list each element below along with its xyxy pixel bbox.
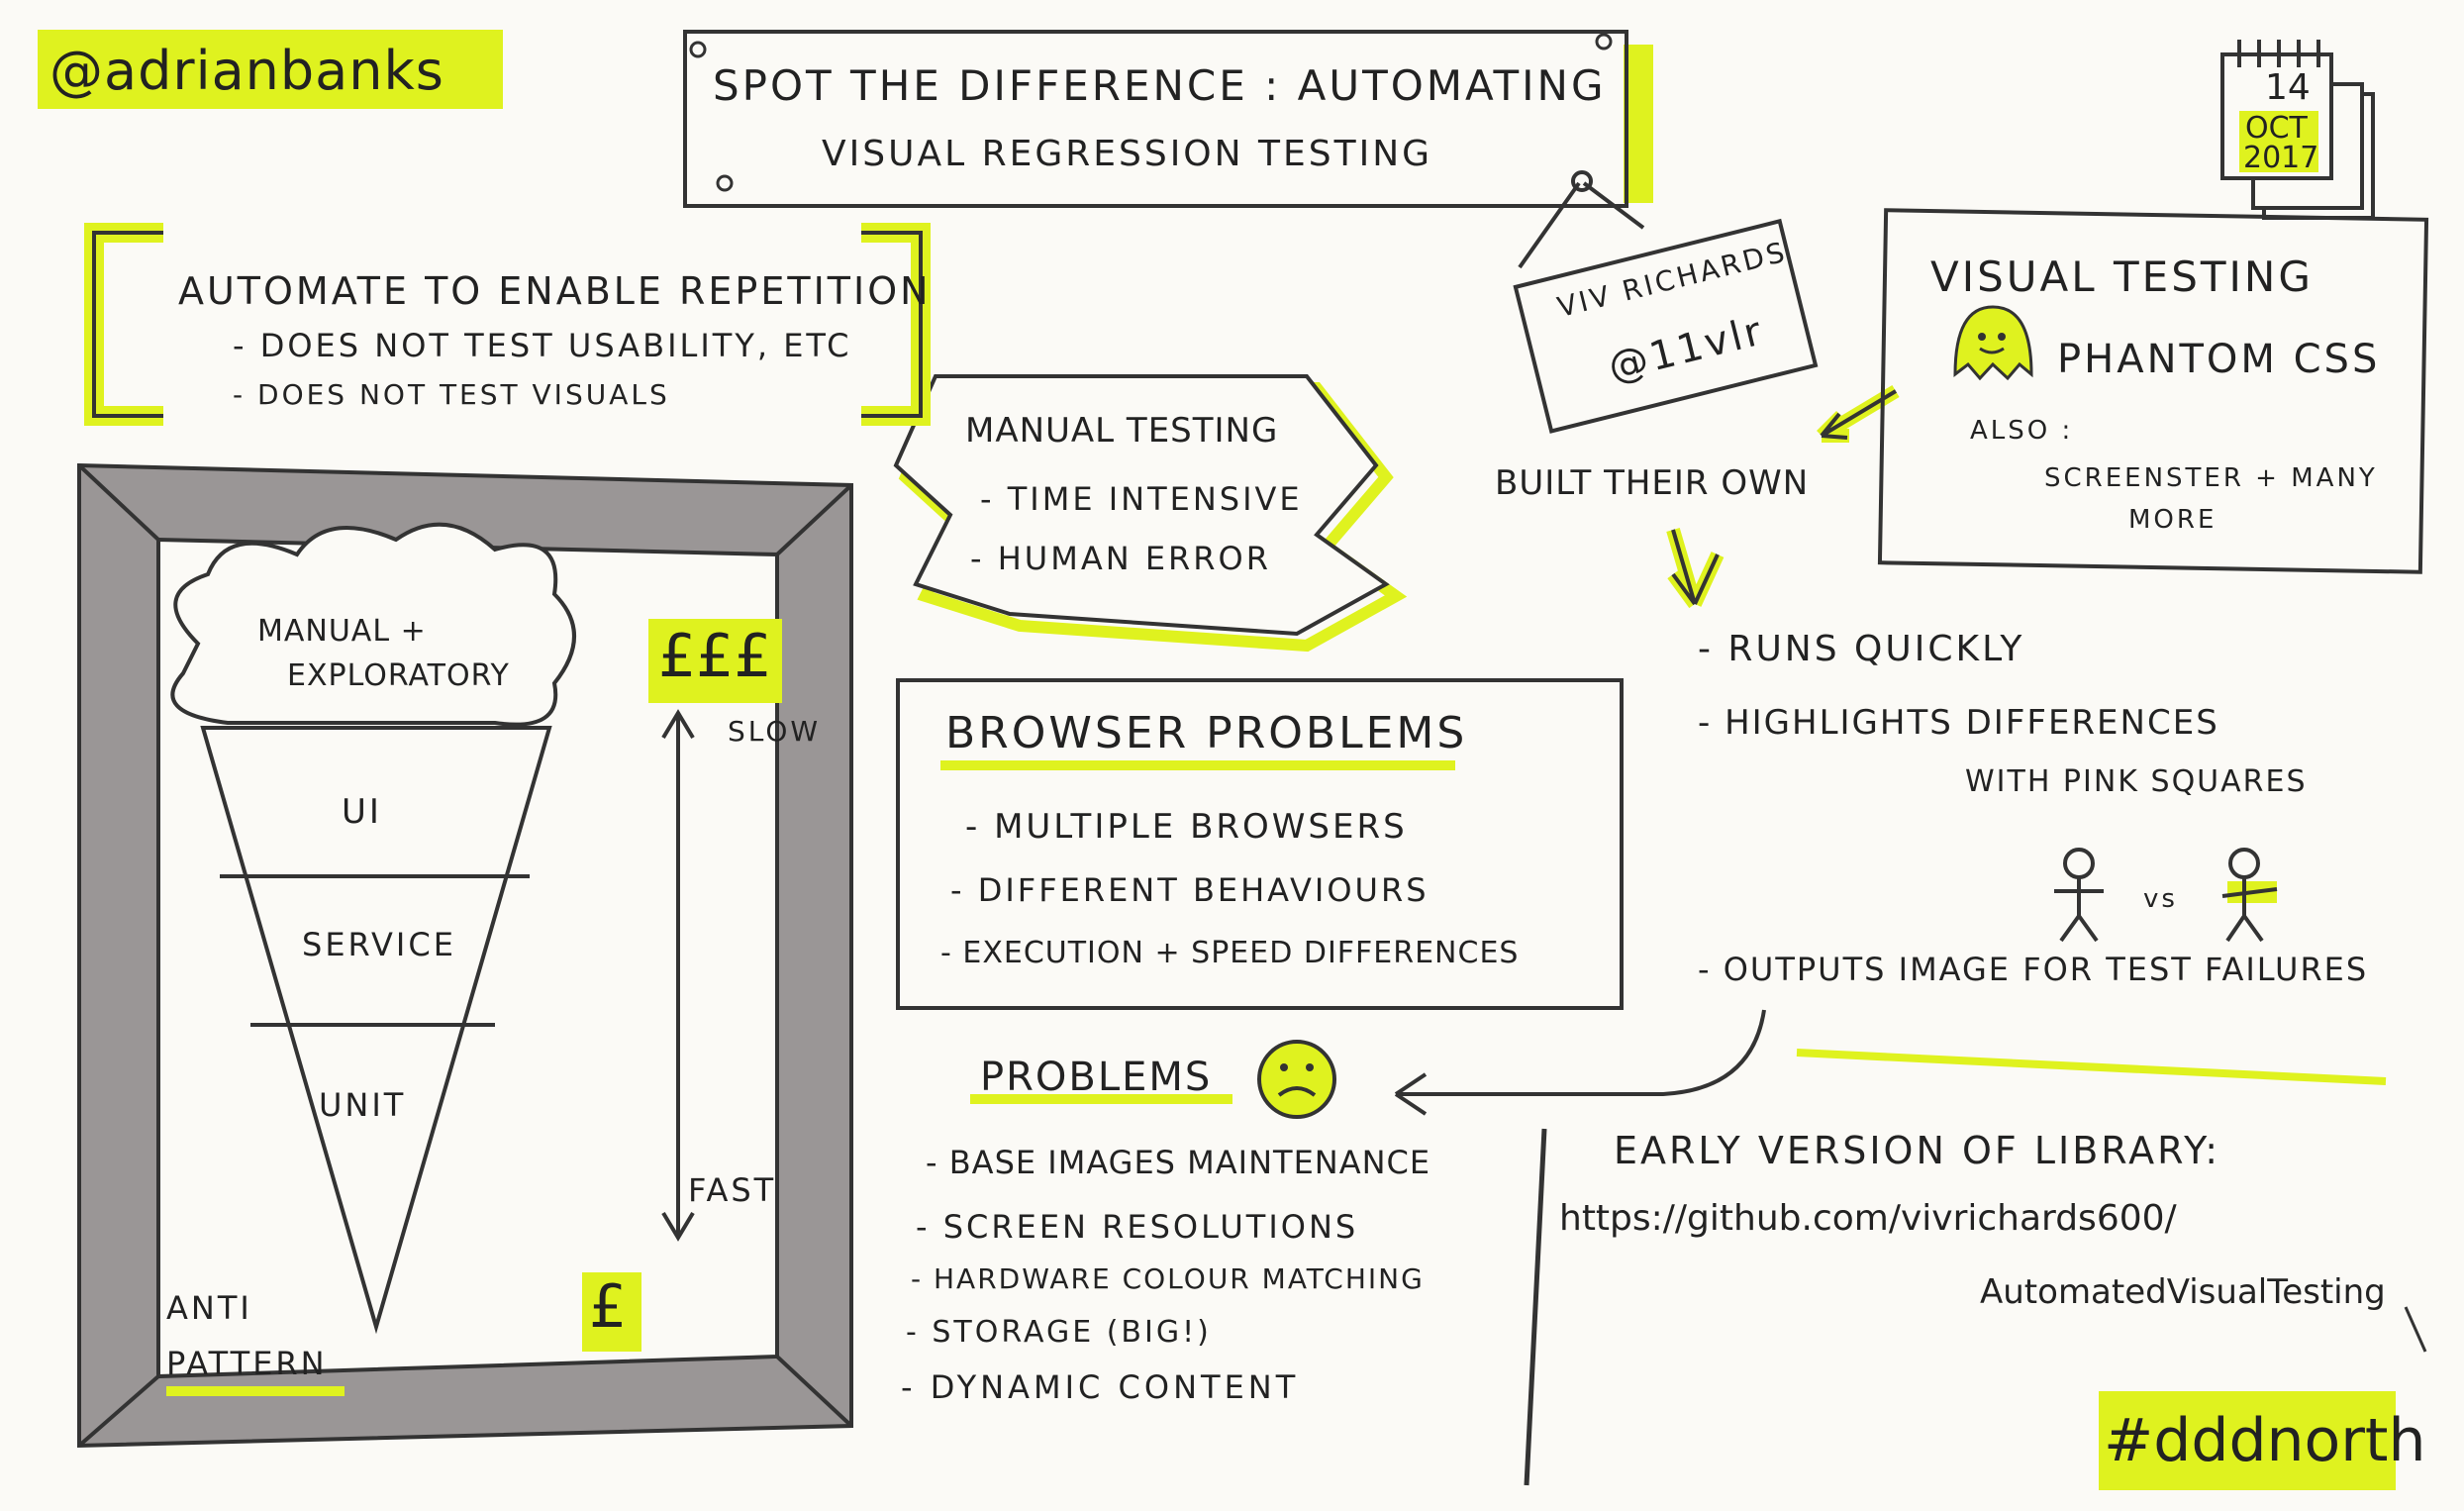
tool-name: Phantom css — [2057, 337, 2381, 382]
handle-highlight — [38, 30, 503, 109]
date-day: 14 — [2265, 67, 2311, 108]
browser-problems-heading: Browser Problems — [945, 708, 1468, 758]
manual-testing-heading: Manual Testing — [965, 411, 1279, 451]
hashtag-highlight — [2099, 1391, 2396, 1490]
title-board — [683, 30, 1628, 208]
sad-face-icon — [1257, 1040, 1336, 1119]
date-year: 2017 — [2243, 141, 2319, 175]
arrow-down-built — [1671, 529, 1720, 606]
browser-problems-box — [896, 678, 1624, 1010]
date-month: OCT — [2245, 111, 2308, 146]
layer-service-label: Service — [302, 926, 456, 963]
library-heading: Early version of library: — [1614, 1129, 2221, 1172]
manual-testing-item-2: - Human error — [970, 540, 1271, 577]
browser-problems-item-1: - Multiple browsers — [965, 807, 1408, 847]
feature-2-cont: with pink squares — [1965, 764, 2308, 799]
automate-item-2: - Does not test visuals — [233, 378, 670, 411]
problems-underline — [970, 1094, 1232, 1104]
cost-high-highlight — [648, 619, 782, 703]
bracket-left — [84, 223, 163, 426]
cost-low: £ — [589, 1272, 628, 1342]
speed-arrow — [661, 709, 695, 1242]
library-url-1[interactable]: https://github.com/vivrichards600/ — [1559, 1198, 2177, 1239]
calendar-icon — [2220, 40, 2375, 220]
problems-heading: Problems — [980, 1055, 1213, 1100]
vs-label: vs — [2143, 884, 2178, 914]
pattern-label: Pattern — [166, 1345, 328, 1382]
manual-testing-item-1: - Time intensive — [980, 480, 1303, 518]
feature-1: - Runs quickly — [1698, 629, 2025, 669]
vertical-divider — [1524, 1128, 1547, 1486]
browser-problems-underline — [940, 760, 1455, 770]
other-tools-2: more — [2128, 505, 2218, 535]
author-handle: @adrianbanks — [49, 40, 444, 102]
problems-item-1: - Base images maintenance — [926, 1144, 1431, 1181]
arrow-to-problems — [1394, 1009, 1766, 1116]
stick-figure-right — [2221, 848, 2278, 943]
ghost-icon — [1953, 305, 2033, 381]
library-url-2[interactable]: AutomatedVisualTesting — [1980, 1272, 2386, 1312]
talk-title-line2: Visual Regression Testing — [822, 134, 1433, 174]
title-shadow — [1624, 45, 1653, 203]
speaker-sign-border — [1513, 218, 1819, 434]
divider-highlight — [1796, 1049, 2387, 1085]
also-label: Also : — [1970, 416, 2074, 446]
cone-shape — [200, 726, 552, 1335]
hashtag: #dddnorth — [2104, 1406, 2426, 1475]
bracket-right — [861, 223, 931, 426]
cost-high: £££ — [658, 622, 772, 691]
cloud-label-2: Exploratory — [287, 658, 510, 693]
problems-item-3: - Hardware colour matching — [911, 1262, 1425, 1295]
stick-figure-left — [2054, 848, 2104, 943]
cloud-label-1: Manual + — [257, 614, 427, 649]
layer-ui-label: UI — [342, 792, 382, 832]
browser-problems-item-2: - Different behaviours — [950, 871, 1429, 909]
visual-testing-heading: Visual Testing — [1930, 252, 2314, 301]
automate-item-1: - Does not test usability, etc — [233, 327, 852, 364]
fast-label: Fast — [688, 1171, 777, 1209]
problems-item-2: - Screen resolutions — [916, 1208, 1359, 1246]
pattern-underline — [166, 1386, 345, 1396]
automate-heading: Automate to enable repetition — [178, 269, 932, 313]
problems-item-5: - Dynamic content — [901, 1368, 1300, 1406]
cost-low-highlight — [582, 1272, 641, 1352]
problems-item-4: - Storage (big!) — [906, 1315, 1212, 1350]
feature-2: - Highlights differences — [1698, 703, 2219, 743]
feature-3: - Outputs image for test failures — [1698, 951, 2369, 988]
browser-problems-item-3: - Execution + speed differences — [940, 936, 1520, 970]
built-their-own-label: Built their own — [1495, 463, 1810, 503]
other-tools-1: Screenster + many — [2044, 463, 2378, 493]
talk-title-line1: Spot the difference : Automating — [713, 61, 1607, 110]
cloud-shape — [170, 522, 576, 727]
slow-label: Slow — [728, 715, 822, 748]
anti-label: Anti — [166, 1289, 252, 1327]
layer-unit-label: Unit — [319, 1086, 407, 1124]
